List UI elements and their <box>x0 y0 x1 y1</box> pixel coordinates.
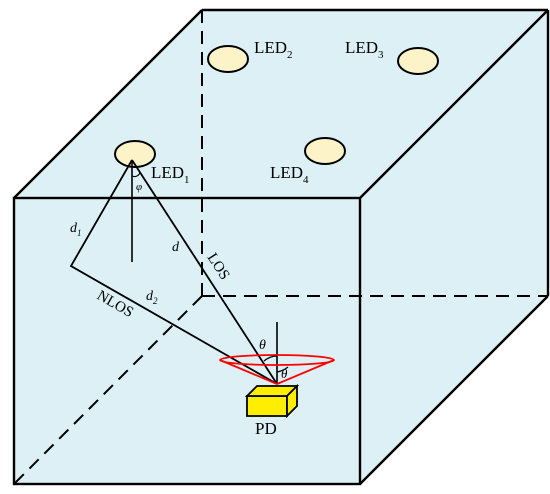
theta-arc-lower <box>276 366 289 373</box>
led-4 <box>304 137 346 165</box>
led-3-label: LED3 <box>345 38 384 61</box>
front-face <box>14 198 360 484</box>
d1-label: d1 <box>70 221 82 238</box>
theta-arc-upper <box>263 355 278 362</box>
hidden-edges <box>13 10 548 485</box>
led-1-label: LED1 <box>151 163 190 186</box>
visible-edges <box>12 8 550 486</box>
nlos-path <box>69 159 278 385</box>
fov-cone <box>219 354 335 385</box>
led-1 <box>114 140 156 168</box>
led-2-label: LED2 <box>254 38 293 61</box>
theta-upper-label: θ <box>259 338 266 353</box>
phi-arc <box>131 172 141 178</box>
theta-lower-label: θ <box>281 366 288 381</box>
right-face <box>360 10 548 484</box>
d2-label: d2 <box>146 289 158 306</box>
led-3 <box>397 47 439 75</box>
photodiode-box <box>244 383 300 419</box>
phi-label: φ <box>136 181 142 193</box>
led-2 <box>207 45 249 73</box>
led-4-label: LED4 <box>270 163 309 186</box>
d-label: d <box>172 240 180 255</box>
pd-label: PD <box>255 419 277 438</box>
los-path <box>131 159 278 385</box>
